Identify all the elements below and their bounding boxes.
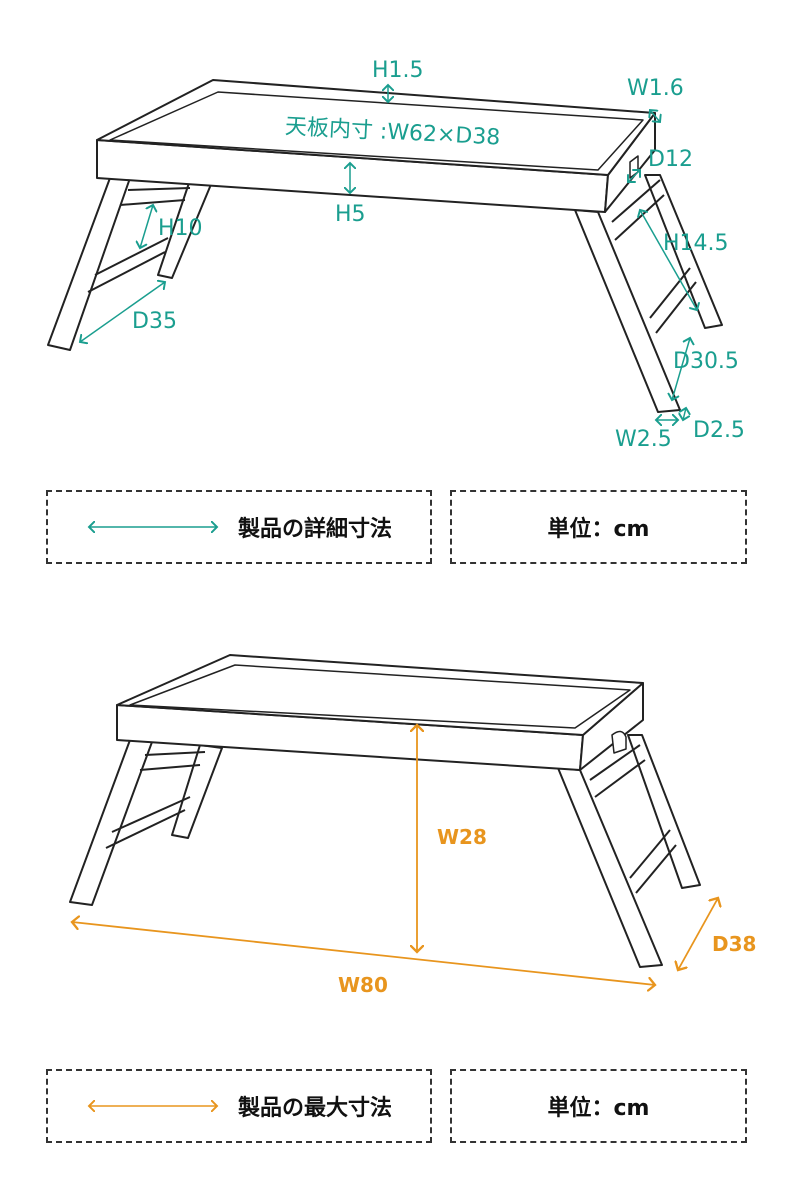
- unit-box: 単位：cm: [450, 1069, 747, 1143]
- unit-label: 単位：cm: [547, 517, 650, 542]
- legend-max-label: 製品の最大寸法: [237, 1096, 392, 1121]
- max-dimension-arrows: [72, 725, 718, 985]
- legend-detail-box: 製品の詳細寸法: [46, 490, 432, 564]
- dim-d2-5: D2.5: [693, 418, 745, 443]
- legend-max-box: 製品の最大寸法: [46, 1069, 432, 1143]
- dim-w2-5: W2.5: [615, 427, 672, 452]
- dim-d38: D38: [712, 932, 757, 956]
- double-arrow-icon: [86, 1099, 220, 1113]
- dim-d12: D12: [648, 147, 693, 172]
- dim-h5: H5: [335, 202, 366, 227]
- dim-h1-5: H1.5: [372, 58, 424, 83]
- double-arrow-icon: [86, 520, 220, 534]
- dim-h14-5: H14.5: [663, 231, 729, 256]
- legend-detail-label: 製品の詳細寸法: [237, 517, 392, 542]
- dim-d30-5: D30.5: [673, 349, 739, 374]
- dim-w1-6: W1.6: [627, 76, 684, 101]
- max-table-drawing: [69, 654, 701, 968]
- dim-h10: H10: [158, 216, 203, 241]
- detail-dimension-arrows: [80, 85, 697, 420]
- dim-w80: W80: [338, 973, 388, 997]
- dim-w28: W28: [437, 825, 487, 849]
- unit-label: 単位：cm: [547, 1096, 650, 1121]
- unit-box: 単位：cm: [450, 490, 747, 564]
- dim-d35: D35: [132, 309, 177, 334]
